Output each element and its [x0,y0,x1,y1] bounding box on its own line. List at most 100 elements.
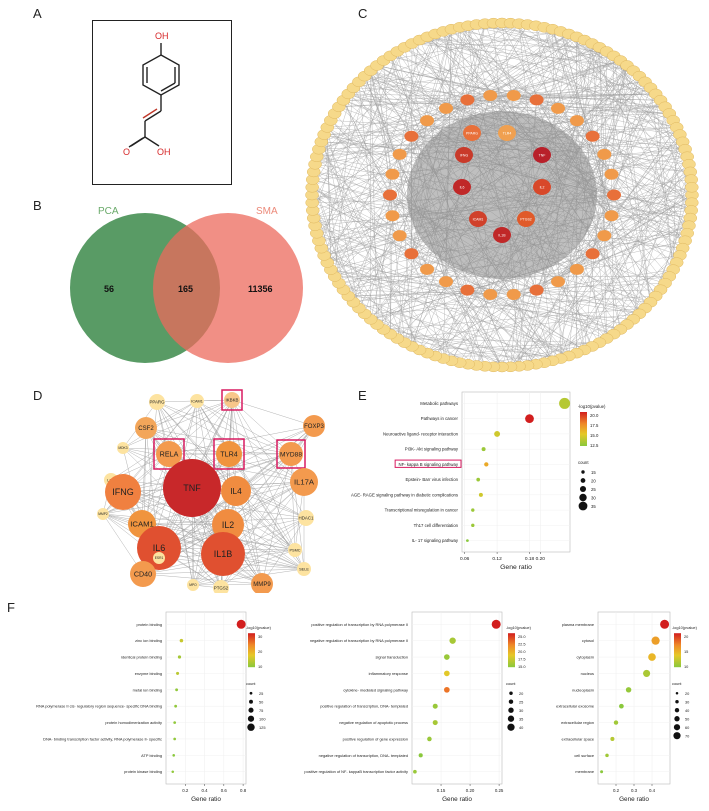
core-network-edge [196,400,292,455]
core-network-node [288,543,302,557]
bubble-point [605,753,609,758]
bubble-point [172,754,175,757]
network-node-center-label: TLR4 [503,132,512,136]
network-edge [591,240,686,347]
category-label: RNA polymerase II cis- regulatory region… [36,704,162,709]
venn-diagram: PCA SMA 56 165 11356 [70,206,303,363]
core-network-node [149,394,165,410]
venn-circle-sma [153,213,303,363]
size-legend-title: count [506,681,516,686]
network-edge [348,289,661,297]
network-edge [518,23,680,135]
color-legend-title: -log10(pvalue) [246,625,272,630]
molecule-drawing: OH O OH [123,31,180,157]
x-axis-label: Gene ratio [619,796,649,803]
plot-area [461,391,571,553]
core-network-edge [122,447,292,455]
size-legend-dot [507,715,515,722]
color-legend-tick: 10 [258,664,263,669]
network-edge [312,99,468,203]
color-legend-title: -log10(pvalue) [506,625,532,630]
size-legend-tick: 50 [685,717,690,722]
network-node-center-label: IFNG [460,154,469,158]
network-edge [353,33,436,303]
category-label: plasma membrane [562,622,594,627]
size-legend-dot [247,715,255,722]
network-node-inner [439,276,453,288]
network-node-inner [529,284,544,296]
network-edge [490,24,528,96]
venn-overlap-count: 165 [178,284,193,294]
panel-letter-d: D [33,388,43,403]
network-edge [576,36,693,196]
network-edge [383,329,561,359]
network-edge [323,134,420,351]
category-label: negative regulation of transcription, DN… [319,753,408,758]
network-edge [383,307,646,330]
network-edge [419,281,447,351]
network-edge [493,23,640,77]
size-legend-tick: 30 [685,700,690,705]
core-network-node-label: MDK3 [118,446,127,450]
network-edge [544,27,612,175]
network-edge [316,156,400,236]
network-edge [312,55,391,188]
bubble-point [171,770,175,773]
core-network-node [153,552,165,564]
core-network-edge [261,517,307,585]
bubble-point [444,670,450,677]
category-label: identical protein binding [121,655,162,660]
size-legend-dot [579,493,587,502]
size-legend-dot [675,699,679,704]
network-edge [427,36,634,71]
core-network-edge [141,481,305,525]
network-node-center [517,211,535,227]
core-network-edge [142,573,263,585]
size-legend-tick: 30 [519,708,524,713]
core-network-edge [156,401,292,455]
size-legend-tick: 60 [685,725,690,730]
size-legend-dot [580,478,586,483]
size-legend-tick: 35 [591,504,596,509]
network-edge [343,100,670,114]
size-legend-dot [581,470,585,474]
category-label: zinc ion binding [135,638,162,643]
category-label: NF- kappa B signaling pathway [399,462,459,467]
network-edge [327,127,365,314]
x-axis-label: Gene ratio [191,796,221,803]
network-node-inner [404,248,419,260]
network-edge [592,136,692,203]
category-label: extracellular space [562,736,594,741]
core-network-node-label: SELE [299,567,309,571]
network-edge [313,217,503,368]
network-edge [557,171,691,282]
network-edge [650,87,674,270]
category-label: membrane [575,769,594,774]
network-node-center [493,227,511,243]
core-network-node-label: IFNG [112,487,134,497]
network-edge [560,31,640,314]
category-label: protein kinase binding [124,769,162,774]
network-edge [358,81,384,330]
bubble-point [173,737,177,741]
core-network-node-label: TNF [183,483,201,493]
network-node-inner [483,90,498,102]
size-legend-tick: 40 [519,725,524,730]
core-network-node-label: TLR4 [220,451,237,459]
network-edge [535,255,680,365]
go-bp-bubble-chart: positive regulation of transcription by … [304,611,532,803]
network-edge [501,22,666,107]
core-network-node [130,561,156,587]
network-edge [313,217,569,357]
category-label: protein homodimerization activity [105,720,162,725]
network-edge [397,225,690,339]
category-label: nucleoplasm [572,687,594,692]
network-edge [315,99,537,165]
core-network-edge [196,400,296,551]
network-edge [613,55,651,303]
bubble-point [481,447,486,452]
highlight-box [394,459,462,468]
core-network-edge [122,399,233,449]
network-edge [312,47,405,203]
